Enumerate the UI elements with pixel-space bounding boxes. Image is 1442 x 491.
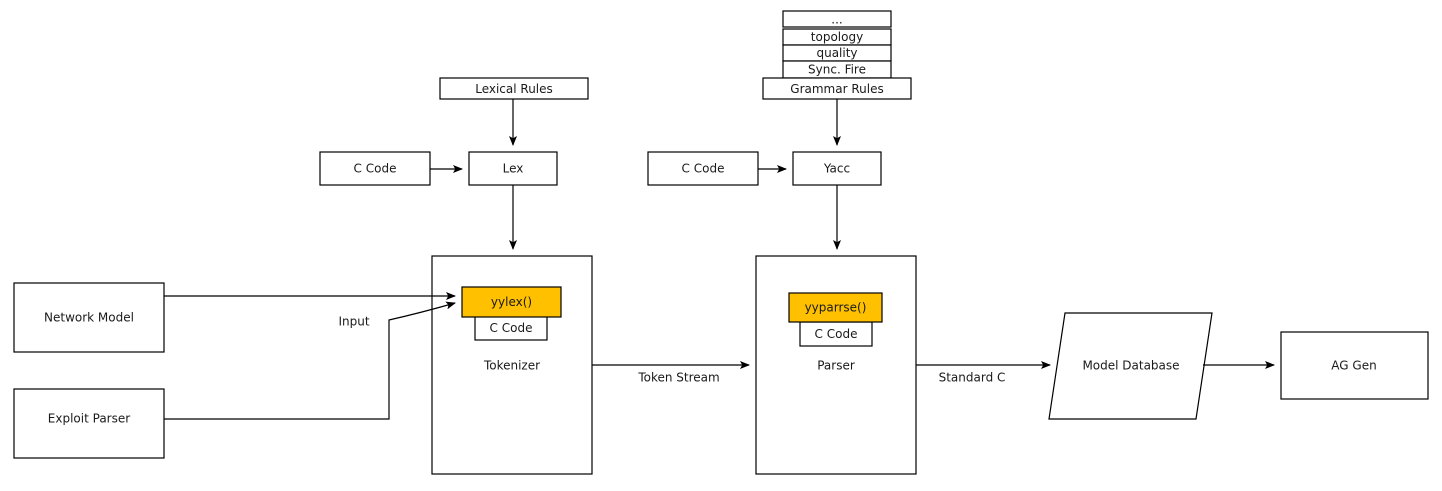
yylex-label: yylex() (491, 295, 532, 309)
node-yylex[interactable]: yylex() (461, 286, 562, 318)
c-code-parser-label: C Code (815, 327, 858, 341)
yacc-box[interactable] (792, 151, 882, 186)
yylex-box[interactable] (461, 286, 562, 318)
node-c-code-tokenizer[interactable]: C Code (474, 315, 548, 341)
parser-label: Parser (817, 359, 855, 373)
model-database-label: Model Database (1082, 359, 1179, 373)
yyparrse-label: yyparrse() (805, 301, 867, 315)
network-model-label: Network Model (44, 311, 134, 325)
grammar-rules-label: Grammar Rules (790, 82, 883, 96)
yacc-label: Yacc (823, 162, 850, 176)
tokenizer-label: Tokenizer (483, 359, 540, 373)
node-lex[interactable]: Lex (468, 151, 558, 186)
grammar-stack-label-2: quality (816, 46, 857, 60)
edge-label-input: Input (338, 315, 369, 329)
node-c-code-parser[interactable]: C Code (799, 321, 873, 347)
edge-exploit-parser-to-yylex (164, 301, 456, 420)
model-database-shape[interactable] (1048, 312, 1213, 420)
lex-label: Lex (503, 162, 524, 176)
c-code-parser-box[interactable] (799, 321, 873, 347)
node-yyparrse[interactable]: yyparrse() (788, 292, 883, 323)
exploit-parser-box[interactable] (13, 388, 165, 459)
c-code-yacc-label: C Code (682, 162, 725, 176)
grammar-stack-label-3: Sync. Fire (808, 63, 866, 77)
yyparrse-box[interactable] (788, 292, 883, 323)
grammar-stack-label-1: topology (811, 30, 863, 44)
lexical-rules-box[interactable] (439, 77, 589, 100)
network-model-box[interactable] (13, 282, 165, 353)
grammar-stack-label-0: ... (831, 13, 842, 27)
ag-gen-box[interactable] (1280, 331, 1429, 400)
edge-label-token-stream: Token Stream (637, 371, 719, 385)
node-c-code-yacc[interactable]: C Code (647, 151, 759, 186)
grammar-rules-stack: ... topology quality Sync. Fire (782, 10, 892, 79)
node-grammar-rules[interactable]: Grammar Rules (762, 77, 912, 100)
c-code-tokenizer-label: C Code (490, 321, 533, 335)
ag-gen-label: AG Gen (1331, 359, 1376, 373)
node-network-model[interactable]: Network Model (13, 282, 165, 353)
node-model-database[interactable]: Model Database (1048, 312, 1213, 420)
node-parser[interactable]: Parser (755, 255, 917, 475)
grammar-stack-row-0 (782, 10, 892, 28)
node-c-code-lex[interactable]: C Code (319, 151, 431, 186)
node-exploit-parser[interactable]: Exploit Parser (13, 388, 165, 459)
lex-box[interactable] (468, 151, 558, 186)
lexical-rules-label: Lexical Rules (475, 82, 553, 96)
edge-label-standard-c: Standard C (939, 371, 1006, 385)
c-code-lex-label: C Code (354, 162, 397, 176)
node-lexical-rules[interactable]: Lexical Rules (439, 77, 589, 100)
node-ag-gen[interactable]: AG Gen (1280, 331, 1429, 400)
c-code-tokenizer-box[interactable] (474, 315, 548, 341)
exploit-parser-label: Exploit Parser (48, 412, 130, 426)
node-yacc[interactable]: Yacc (792, 151, 882, 186)
parser-box[interactable] (755, 255, 917, 475)
